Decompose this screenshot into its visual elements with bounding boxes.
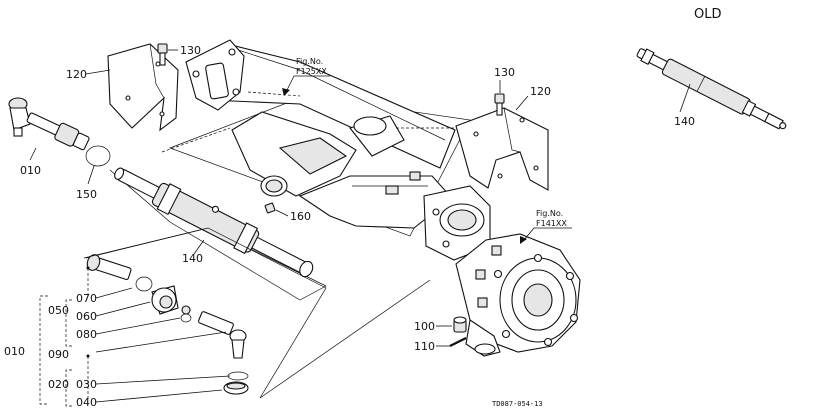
shield-right-120: 120 (455, 85, 551, 191)
callout-100: 100 (414, 320, 435, 333)
callout-080: 080 (76, 328, 97, 341)
old-tie-rod-assembly: OLD 140 (636, 7, 787, 130)
callout-060: 060 (76, 310, 97, 323)
callout-130-left: 130 (180, 44, 201, 57)
callout-020: 020 (48, 378, 69, 391)
fig-ref-f125: Fig.No. F125XX (282, 57, 330, 96)
bolt-130-right: 130 (494, 66, 515, 116)
callout-050: 050 (48, 304, 69, 317)
final-drive-case (455, 233, 581, 357)
callout-010-bracket: 010 (4, 345, 25, 358)
drawing-code: TD087-054-13 (492, 400, 543, 408)
callout-150: 150 (76, 188, 97, 201)
callout-160: 160 (290, 210, 311, 223)
snap-ring-150: 150 (76, 145, 111, 201)
old-tie-rod-part (636, 48, 787, 130)
callout-090: 090 (48, 348, 69, 361)
callout-130-right: 130 (494, 66, 515, 79)
bolt-130-left: 130 (157, 43, 201, 66)
plug-100: 100 (414, 316, 467, 333)
bolt-160: 160 (264, 202, 311, 223)
tie-rod-140: 140 (85, 167, 327, 301)
callout-030: 030 (76, 378, 97, 391)
callout-120-right: 120 (530, 85, 551, 98)
fig-ref-f141: Fig.No. F141XX (520, 209, 572, 244)
callout-120-left: 120 (66, 68, 87, 81)
pin-110: 110 (414, 337, 467, 353)
callout-140-old: 140 (674, 115, 695, 128)
svg-text:Fig.No.: Fig.No. (296, 57, 323, 66)
callout-040: 040 (76, 396, 97, 409)
leader-140-old (679, 83, 691, 113)
svg-text:F141XX: F141XX (536, 219, 567, 228)
callout-140-main: 140 (182, 252, 203, 265)
tie-rod-end-upper-left: 010 (8, 97, 90, 177)
svg-text:Fig.No.: Fig.No. (536, 209, 563, 218)
old-label: OLD (694, 7, 722, 22)
front-axle-housing (161, 39, 520, 261)
callout-110: 110 (414, 340, 435, 353)
callout-070: 070 (76, 292, 97, 305)
tie-rod-end-exploded: 070 050 060 080 010 090 020 030 040 (4, 227, 431, 409)
callout-010-left: 010 (20, 164, 41, 177)
svg-text:F125XX: F125XX (296, 67, 327, 76)
